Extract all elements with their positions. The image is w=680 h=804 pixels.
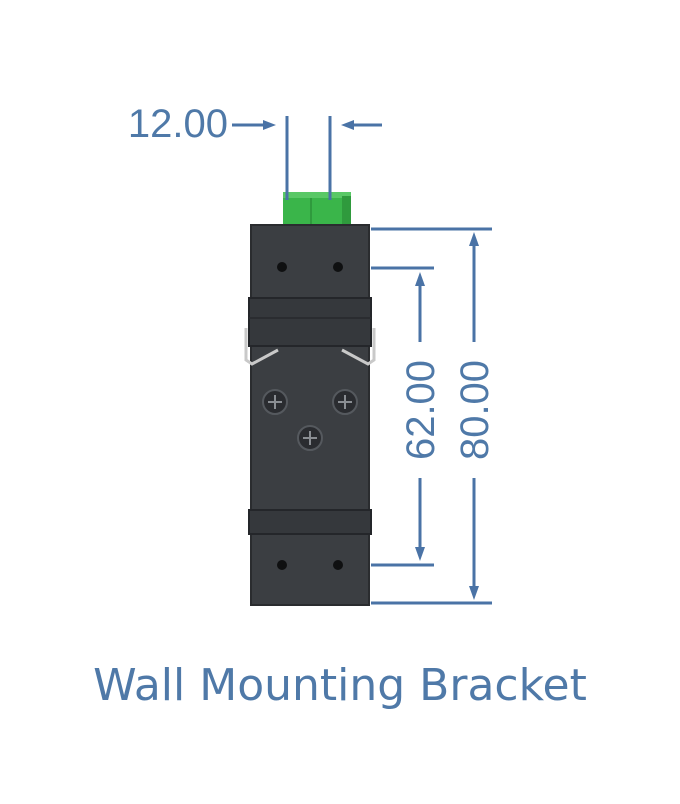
device-body (244, 192, 376, 606)
width-dimension (232, 116, 382, 200)
upper-clip (244, 297, 376, 366)
mount-hole (333, 262, 343, 272)
width-dimension-label: 12.00 (128, 102, 228, 146)
screw (332, 389, 358, 415)
overall-height-label: 80.00 (453, 360, 497, 460)
screw (262, 389, 288, 415)
mount-hole (277, 262, 287, 272)
diagram-caption: Wall Mounting Bracket (93, 660, 587, 711)
mount-hole (333, 560, 343, 570)
lower-clip (248, 509, 372, 535)
screw (297, 425, 323, 451)
hole-spacing-label: 62.00 (399, 360, 443, 460)
housing (251, 225, 369, 605)
hole-spacing-dimension (371, 266, 434, 567)
terminal-connector (283, 192, 351, 226)
mount-hole (277, 560, 287, 570)
overall-height-dimension (371, 227, 492, 605)
